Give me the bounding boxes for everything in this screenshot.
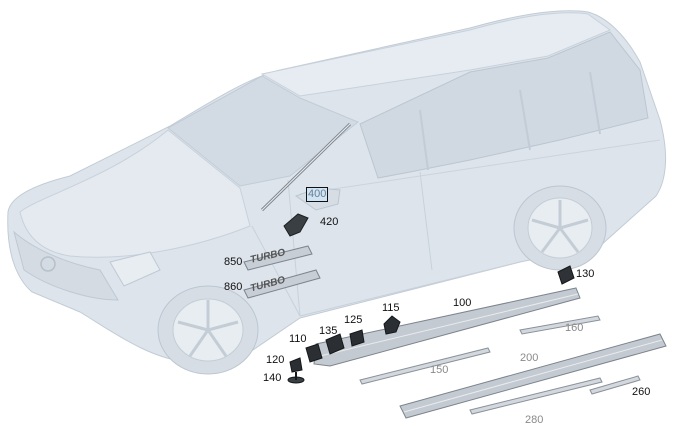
part-850-badge-plate bbox=[243, 245, 313, 271]
callout-860: 860 bbox=[224, 281, 243, 293]
part-280-strip bbox=[469, 377, 603, 415]
callout-110: 110 bbox=[289, 333, 307, 345]
callout-160: 160 bbox=[565, 322, 584, 334]
part-860-badge-plate bbox=[243, 269, 321, 299]
callout-120: 120 bbox=[266, 354, 285, 366]
part-135-clip bbox=[325, 333, 345, 355]
callout-135: 135 bbox=[319, 325, 338, 337]
part-420-bracket bbox=[283, 213, 309, 237]
car-side-windows bbox=[359, 31, 649, 179]
callout-850: 850 bbox=[224, 256, 243, 268]
callout-400: 400 bbox=[306, 187, 329, 202]
part-150-strip bbox=[359, 347, 491, 385]
callout-100: 100 bbox=[453, 297, 472, 309]
callout-115: 115 bbox=[382, 302, 400, 314]
callout-150: 150 bbox=[430, 364, 449, 376]
rear-wheel bbox=[513, 185, 607, 271]
callout-130: 130 bbox=[576, 268, 595, 280]
part-120-clip bbox=[289, 357, 303, 373]
part-115-clip bbox=[383, 315, 401, 335]
callout-420: 420 bbox=[320, 216, 339, 228]
callout-260: 260 bbox=[632, 386, 651, 398]
callout-125: 125 bbox=[344, 314, 363, 326]
car-roof bbox=[260, 12, 612, 97]
part-260-strip bbox=[589, 375, 641, 395]
front-wheel bbox=[157, 285, 259, 375]
car-windshield bbox=[167, 75, 359, 187]
part-125-clip bbox=[349, 329, 365, 347]
car-hood bbox=[19, 129, 251, 258]
callout-200: 200 bbox=[520, 352, 539, 364]
brand-emblem-icon bbox=[40, 256, 56, 272]
callout-280: 280 bbox=[525, 414, 544, 426]
car-grille bbox=[13, 230, 119, 301]
part-110-clip bbox=[305, 343, 323, 363]
part-130-clip bbox=[557, 265, 575, 285]
part-160-strip bbox=[519, 315, 601, 335]
callout-140: 140 bbox=[263, 372, 282, 384]
